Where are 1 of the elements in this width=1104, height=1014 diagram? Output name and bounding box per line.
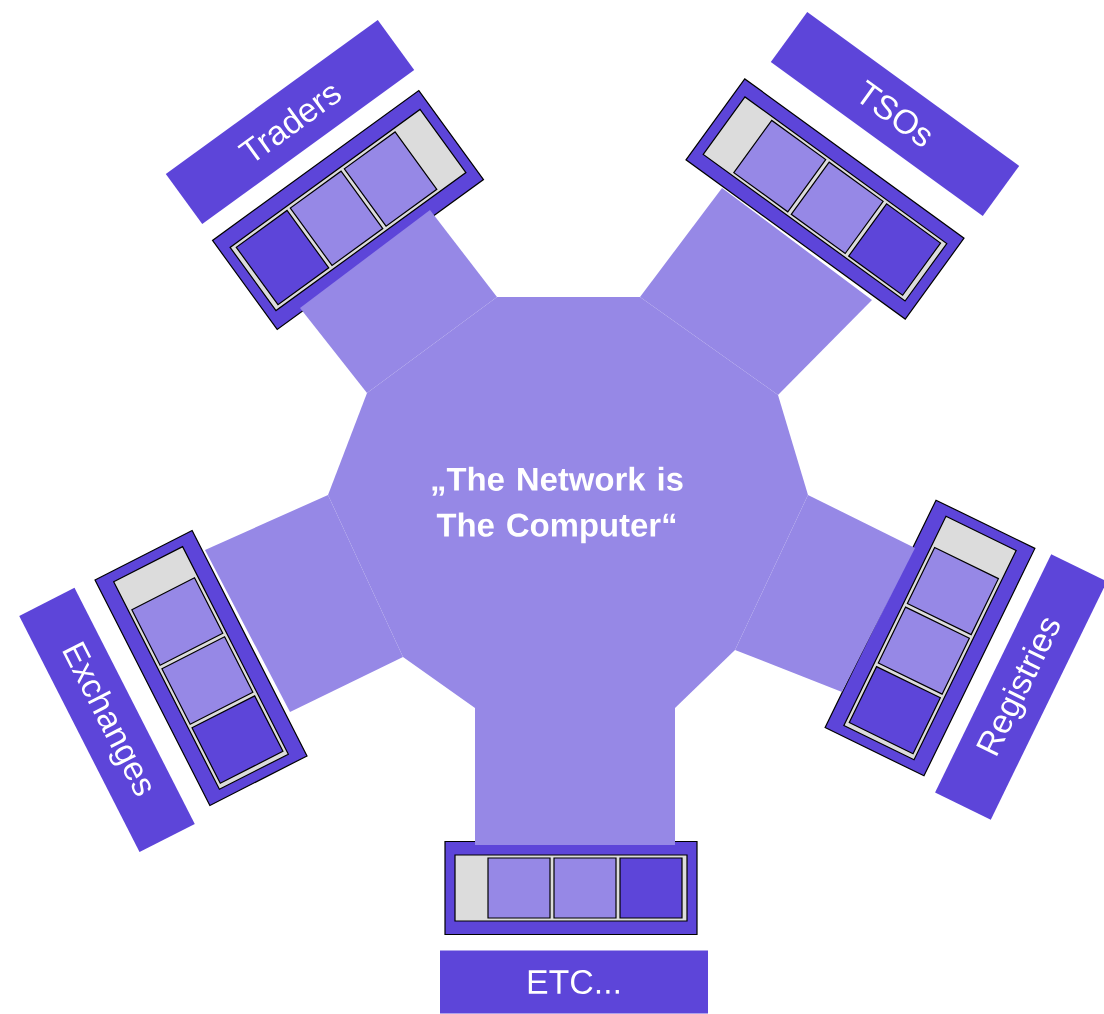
label-band: ETC... [440,950,708,1014]
